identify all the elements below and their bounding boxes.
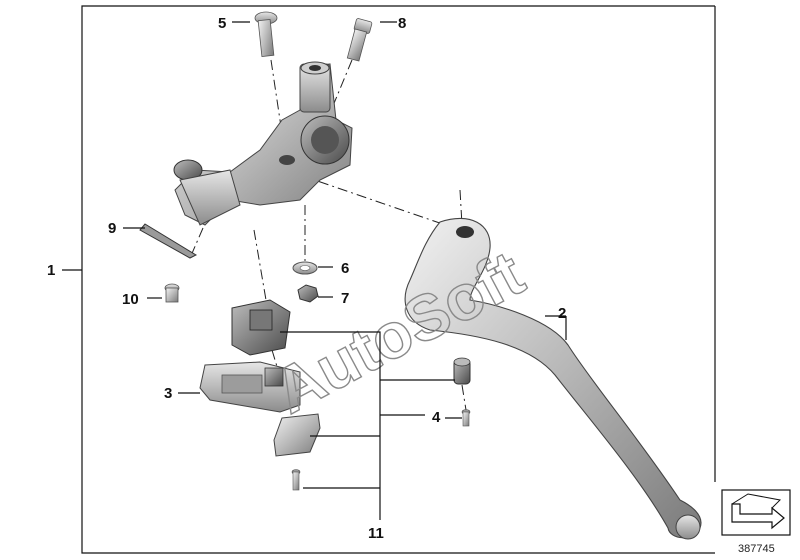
callout-6: 6 <box>341 260 349 277</box>
switch-housing <box>231 299 291 356</box>
clutch-lever-part-2 <box>404 217 702 540</box>
callout-8: 8 <box>398 15 406 32</box>
callout-9: 9 <box>108 220 116 237</box>
nut-part-7 <box>297 284 319 303</box>
spring-clip-part-9 <box>139 223 198 259</box>
callout-7: 7 <box>341 290 349 307</box>
lever-bracket <box>173 61 353 226</box>
cover-plate <box>273 413 321 457</box>
arrow-corner-icon[interactable] <box>721 489 791 536</box>
callout-5: 5 <box>218 15 226 32</box>
callout-11: 11 <box>368 525 384 542</box>
callout-2: 2 <box>558 305 566 322</box>
washer-part-6 <box>292 261 318 275</box>
assembly-frame <box>81 5 716 554</box>
reference-number: 387745 <box>738 543 775 555</box>
screw-part-10 <box>164 283 180 303</box>
callout-3: 3 <box>164 385 172 402</box>
callout-1: 1 <box>47 262 55 279</box>
callout-4: 4 <box>432 409 441 426</box>
adjuster-screw <box>453 357 471 385</box>
pivot-bolt-part-5 <box>254 11 278 57</box>
callout-10: 10 <box>122 291 139 308</box>
screw-part-8 <box>346 18 373 62</box>
screw-part-4 <box>461 409 471 427</box>
callout-leaders <box>62 21 567 520</box>
switch-plate-part-3 <box>199 361 301 413</box>
bottom-screw <box>291 469 301 491</box>
